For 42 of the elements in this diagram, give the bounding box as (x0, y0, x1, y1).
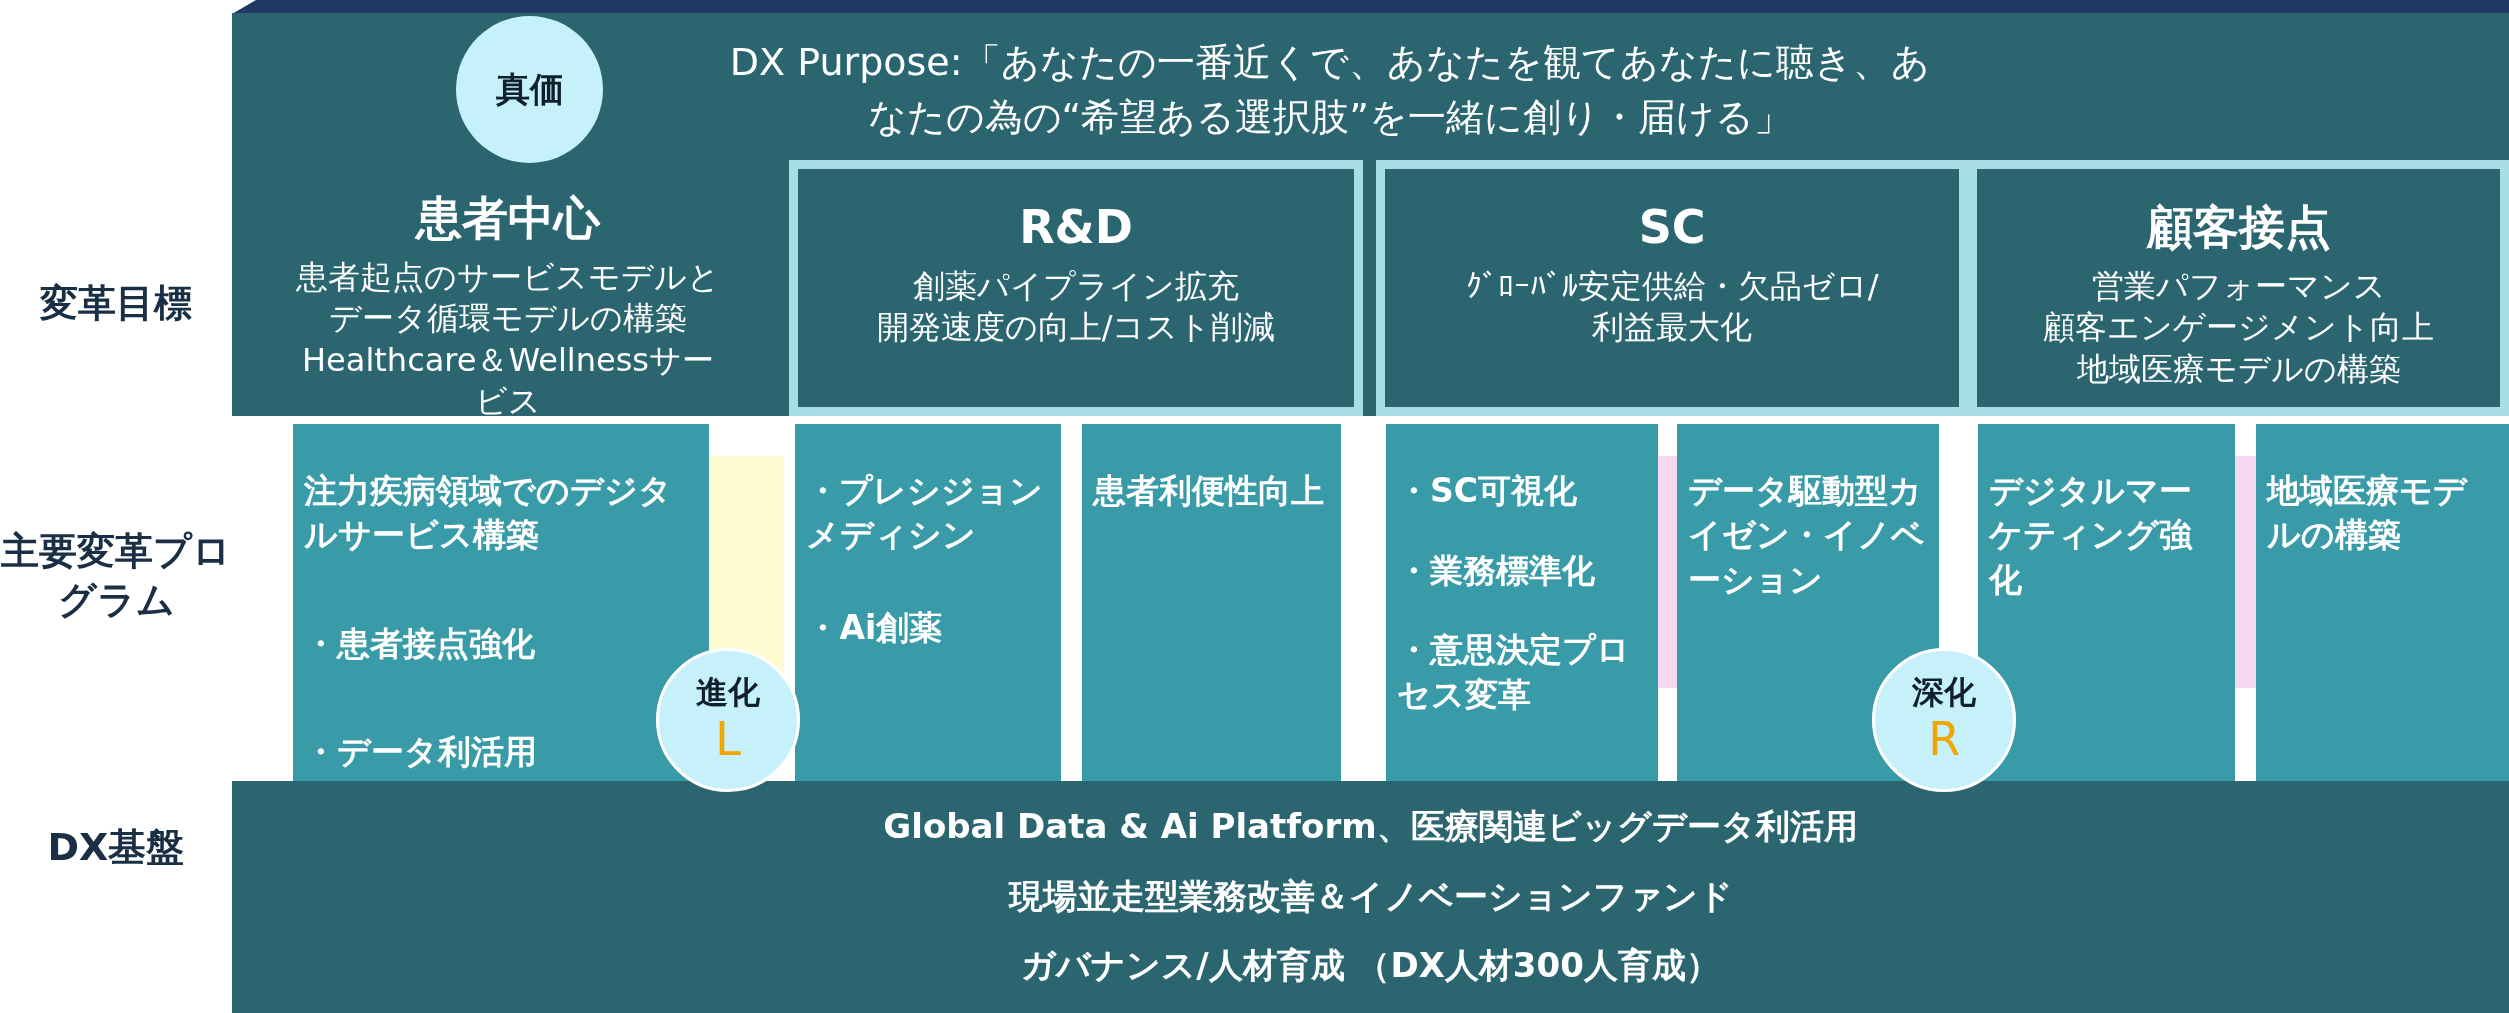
row-label: 主要変革プログラム (0, 527, 232, 625)
goal-panel (1376, 160, 1969, 416)
text-label: ・プレシジョンメディシン (806, 469, 1045, 557)
text-label: ・意思決定プロセス変革 (1396, 629, 1631, 716)
text-label: 真価 (495, 67, 564, 111)
text-label: 顧客エンゲージメント向上 (2043, 307, 2435, 349)
goal-heading: 顧客接点 (2146, 198, 2331, 256)
text-label: データ駆動型カイゼン・イノベーション (1688, 469, 1927, 601)
badge-letter: R (1928, 711, 1961, 767)
goal-panel (1968, 160, 2509, 416)
text-label: Healthcare＆Wellnessサービス (301, 339, 715, 423)
text-label: 患者利便性向上 (1092, 469, 1325, 512)
text-label: 地域医療モデルの構築 (2267, 469, 2469, 557)
goal-heading: 患者中心 (416, 189, 601, 247)
goal-heading: SC (1638, 198, 1706, 256)
text-label: ガバナンス/人材育成 （DX人材300人育成） (1021, 944, 1720, 988)
badge-letter: L (715, 711, 741, 767)
text-label: Global Data & Ai Platform、医療関連ビッグデータ利活用 (883, 805, 1858, 849)
goal-panel (788, 160, 1364, 416)
text-label: ・データ利活用 (304, 731, 538, 774)
text-label: 進化 (696, 673, 761, 712)
text-label: ・業務標準化 (1396, 549, 1596, 592)
text-label: 注力疾病領域でのデジタルサービス構築 (304, 469, 673, 557)
text-label: 地域医療モデルの構築 (2076, 348, 2401, 390)
text-label: ｸﾞﾛｰﾊﾞﾙ安定供給・欠品ゼロ/ (1465, 265, 1879, 307)
text-label: ・Ai創薬 (806, 606, 944, 649)
foundation-band (232, 780, 2509, 1013)
purpose-text: DX Purpose:「あなたの一番近くで、あなたを観てあなたに聴き、あなたの為の“希望ある選択肢”を一緒に創り・届ける」 (728, 39, 1931, 142)
text-label: 現場並走型業務改善＆イノベーションファンド (1008, 874, 1733, 918)
row-label: DX基盤 (46, 824, 186, 872)
text-label: 深化 (1912, 673, 1977, 712)
text-label: 開発速度の向上/コスト削減 (876, 307, 1276, 349)
text-label: 創薬パイプライン拡充 (913, 265, 1240, 307)
text-label: ・患者接点強化 (304, 622, 536, 665)
text-label: デジタルマーケティング強化 (1988, 469, 2194, 601)
text-label: 患者起点のサービスモデルとデータ循環モデルの構築 (295, 256, 722, 340)
goal-heading: R&D (1019, 198, 1133, 256)
header-band (232, 12, 2509, 416)
text-label: 利益最大化 (1592, 307, 1753, 349)
text-label: ・SC可視化 (1396, 469, 1578, 512)
text-label: 営業パフォーマンス (2091, 265, 2386, 307)
row-label: 変革目標 (39, 280, 193, 328)
